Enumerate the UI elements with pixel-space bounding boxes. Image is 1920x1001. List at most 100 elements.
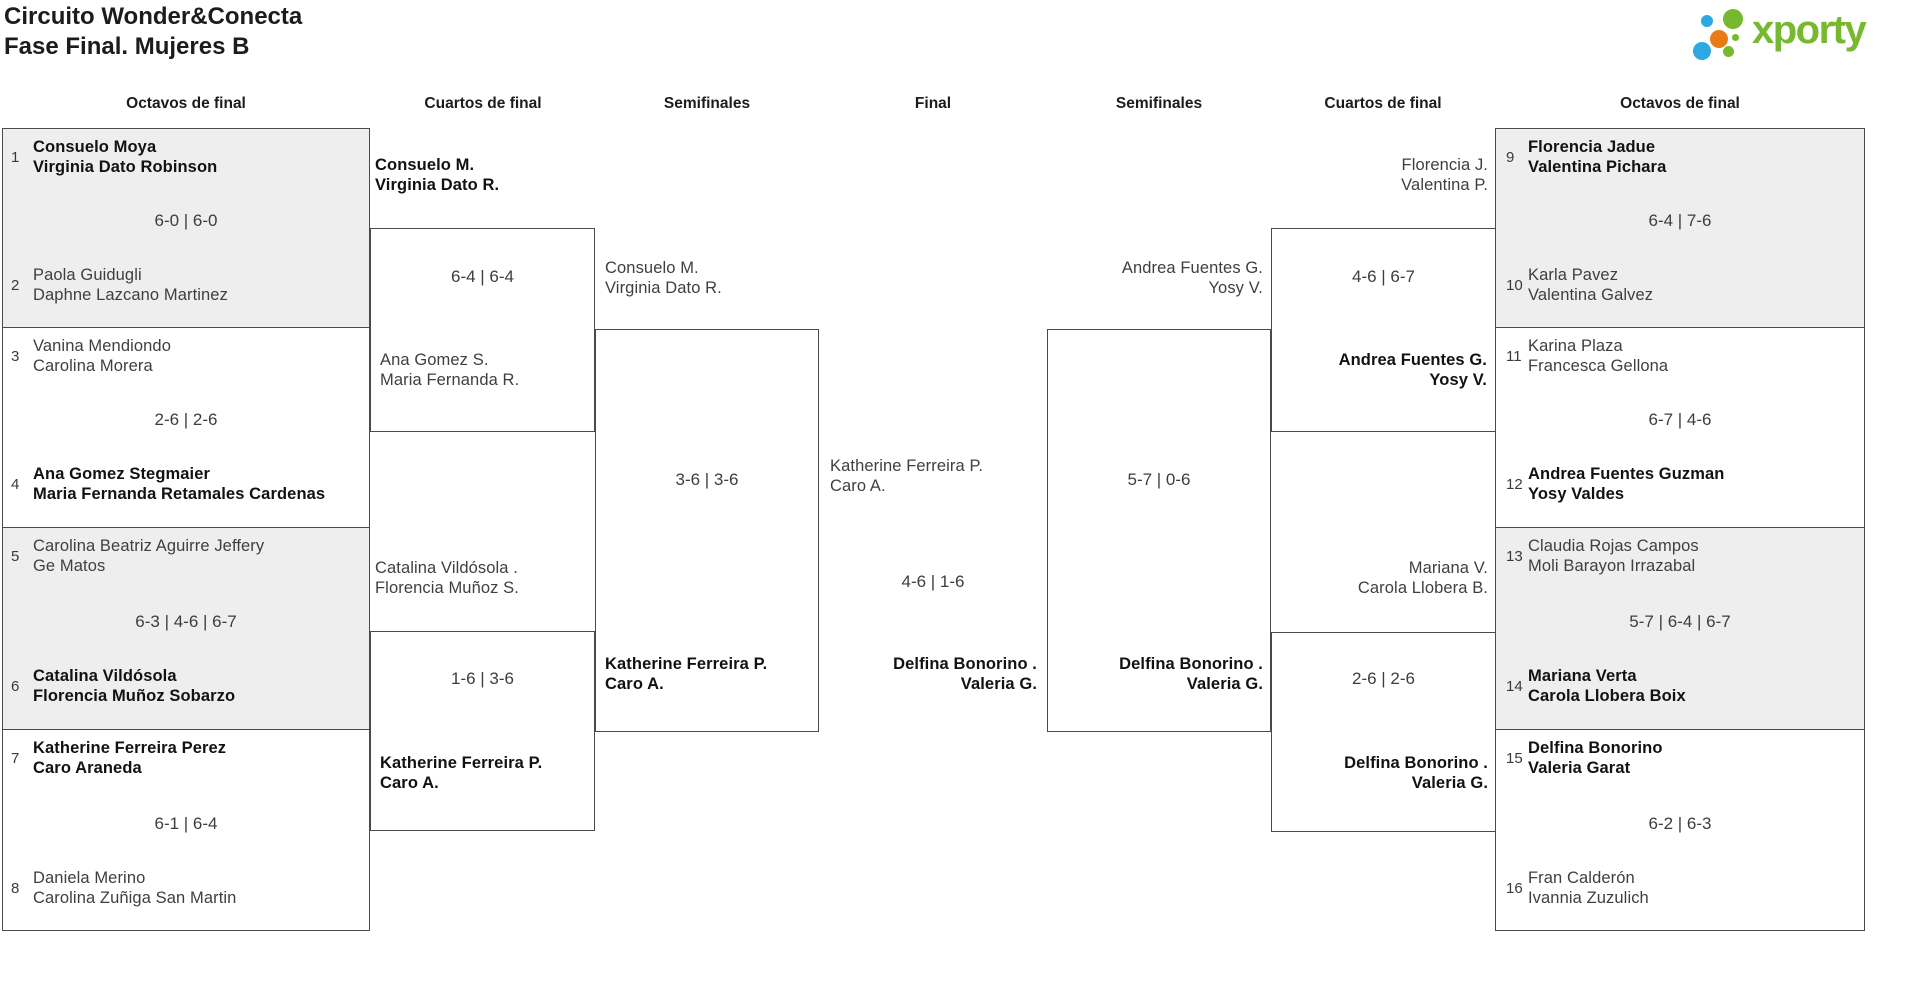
seed-number: 15 [1506,749,1523,767]
logo-dot-green-small [1723,46,1734,57]
bracket-box-qf-right-2 [1271,632,1496,832]
team-names: Andrea Fuentes G.Yosy V. [1121,259,1263,297]
team-names: Delfina Bonorino .Valeria G. [1344,754,1488,792]
team-names: Katherine Ferreira P.Caro A. [830,457,984,495]
round-header-qf-left: Cuartos de final [424,95,542,112]
team-names: Katherine Ferreira P.Caro A. [380,754,543,792]
seed-number: 5 [11,547,20,565]
tournament-title-line1: Circuito Wonder&Conecta [4,3,303,30]
round-header-r16-right: Octavos de final [1620,95,1740,112]
seed-number: 4 [11,475,20,493]
match-score: 6-4 | 7-6 [1648,211,1712,230]
match-score: 1-6 | 3-6 [450,669,514,688]
match-score: 4-6 | 6-7 [1351,267,1415,286]
match-score: 3-6 | 3-6 [675,470,739,489]
seed-number: 10 [1506,276,1523,294]
xporty-logo[interactable]: xporty [1690,2,1918,74]
match-score: 2-6 | 2-6 [1351,669,1415,688]
match-score: 5-7 | 0-6 [1127,470,1191,489]
team-names: Mariana V.Carola Llobera B. [1357,559,1488,597]
round-header-final: Final [914,95,952,112]
seed-number: 9 [1506,148,1515,166]
logo-wordmark: xporty [1752,8,1867,52]
round-header-qf-right: Cuartos de final [1324,95,1442,112]
team-names: Delfina Bonorino .Valeria G. [893,655,1037,693]
team-names: Florencia J.Valentina P. [1401,156,1488,194]
match-score: 6-0 | 6-0 [154,211,218,230]
seed-number: 16 [1506,879,1523,897]
logo-dot-green-large [1723,9,1743,29]
team-names: Consuelo M.Virginia Dato R. [605,259,722,297]
seed-number: 2 [11,276,20,294]
bracket-box-sf-right [1047,329,1271,732]
seed-number: 8 [11,879,20,897]
match-score: 5-7 | 6-4 | 6-7 [1629,612,1731,631]
bracket-box-qf-right-1 [1271,228,1496,432]
seed-number: 6 [11,677,20,695]
match-score: 4-6 | 1-6 [901,572,965,591]
team-names: Consuelo M.Virginia Dato R. [375,156,500,194]
tournament-title-line2: Fase Final. Mujeres B [4,33,250,60]
team-names: Andrea Fuentes G.Yosy V. [1338,351,1487,389]
team-names: Ana Gomez S.Maria Fernanda R. [380,351,520,389]
logo-dot-green-tiny [1732,34,1739,41]
seed-number: 1 [11,148,20,166]
tournament-title: Circuito Wonder&Conecta Fase Final. Muje… [4,2,302,62]
match-score: 6-3 | 4-6 | 6-7 [135,612,237,631]
team-names: Catalina Vildósola .Florencia Muñoz S. [375,559,519,597]
match-score: 6-7 | 4-6 [1648,410,1712,429]
logo-dot-orange [1710,30,1728,48]
logo-dot-blue-small [1701,15,1713,27]
round-header-sf-left: Semifinales [663,95,751,112]
team-names: Delfina Bonorino .Valeria G. [1119,655,1263,693]
seed-number: 11 [1506,347,1522,365]
seed-number: 3 [11,347,20,365]
bracket-box-qf-left-2 [370,631,595,831]
logo-dot-blue-medium [1693,42,1711,60]
team-names: Katherine Ferreira P.Caro A. [605,655,768,693]
match-score: 6-2 | 6-3 [1648,814,1712,833]
match-score: 6-4 | 6-4 [450,267,514,286]
match-score: 2-6 | 2-6 [154,410,218,429]
seed-number: 7 [11,749,20,767]
bracket-box-qf-left-1 [370,228,595,432]
bracket-box-sf-left [595,329,819,732]
